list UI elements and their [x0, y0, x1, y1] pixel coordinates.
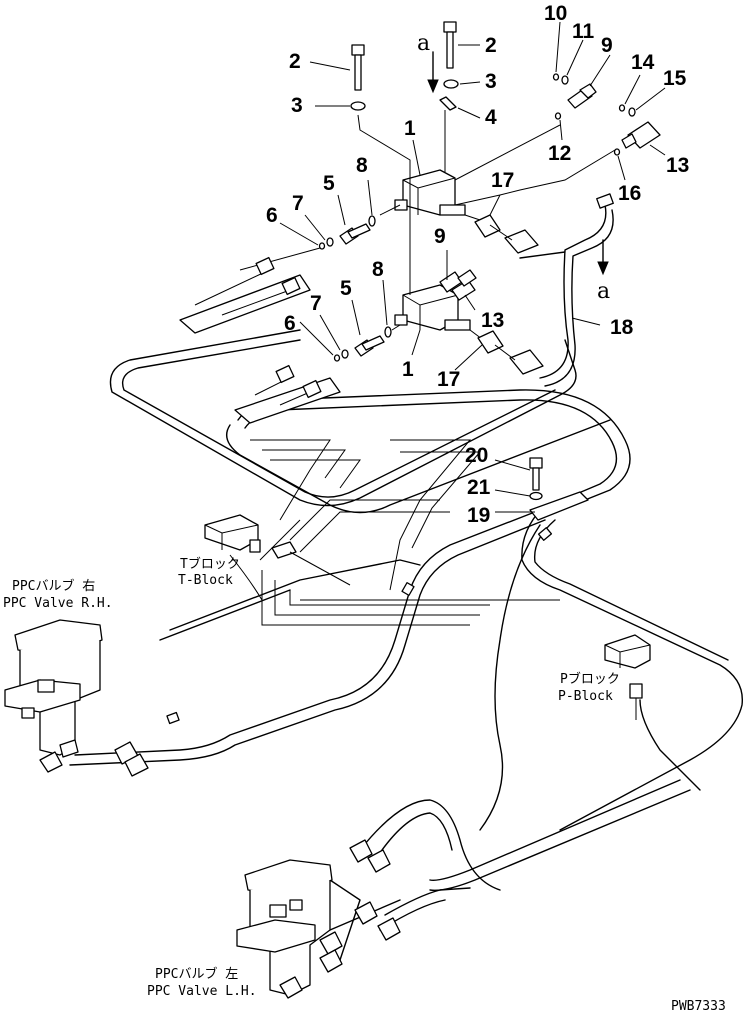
- callout-12: 12: [548, 142, 571, 165]
- hose-ends-upper: [179, 256, 311, 334]
- valve-block-upper: [394, 169, 466, 216]
- hose-17-upper: [474, 214, 539, 254]
- callout-8-top: 8: [356, 154, 368, 177]
- fittings-upper-left: [239, 204, 401, 271]
- clamp-19: [529, 491, 589, 521]
- leader-lines: [279, 21, 666, 513]
- fitting-4: [439, 96, 457, 111]
- callout-3-right: 3: [485, 70, 497, 93]
- callout-6-top: 6: [266, 204, 278, 227]
- callout-2-right: 2: [485, 34, 497, 57]
- hose-18: [519, 204, 614, 387]
- oring-14: [618, 104, 626, 112]
- bolt-2-left: [351, 44, 365, 91]
- oring-16: [613, 148, 621, 156]
- callout-10: 10: [544, 2, 567, 25]
- callout-4: 4: [485, 106, 497, 129]
- callout-13-top: 13: [666, 154, 689, 177]
- oring-12: [554, 112, 562, 120]
- oring-11: [561, 75, 569, 85]
- washer-21: [529, 491, 543, 501]
- callout-7-mid: 7: [310, 292, 322, 315]
- callout-7-top: 7: [292, 192, 304, 215]
- callout-11: 11: [572, 20, 595, 43]
- washer-3-left: [350, 101, 366, 111]
- hoses-main: [69, 504, 744, 961]
- ppc-valve-lh: [236, 839, 401, 999]
- callout-6-mid: 6: [284, 312, 296, 335]
- callout-16: 16: [618, 182, 641, 205]
- callout-8-mid: 8: [372, 258, 384, 281]
- callout-numbers: 2 2 3 3 4 10 11 9 14 15 12 13 16 1 8 5 7…: [266, 2, 689, 527]
- callout-13-mid: 13: [481, 309, 504, 332]
- t-block-label-jp: Tブロック: [180, 556, 240, 572]
- callout-18: 18: [610, 316, 634, 339]
- view-arrow-top: [427, 51, 439, 94]
- callout-5-mid: 5: [340, 277, 352, 300]
- callout-17-mid: 17: [437, 368, 460, 391]
- callout-1-top: 1: [404, 117, 416, 140]
- t-block: [204, 514, 351, 586]
- callout-20: 20: [465, 444, 488, 467]
- callout-5-top: 5: [323, 172, 335, 195]
- callout-19: 19: [467, 504, 490, 527]
- floor-plate-hatch: [229, 439, 560, 626]
- ppc-lh-label-en: PPC Valve L.H.: [147, 984, 257, 999]
- oring-10: [552, 73, 560, 81]
- washer-3-right: [443, 79, 459, 89]
- t-block-label-en: T-Block: [178, 573, 233, 588]
- p-block: [604, 634, 651, 720]
- ppc-lh-label-jp: PPCバルブ 左: [155, 966, 238, 982]
- view-mark-a-bottom: a: [597, 279, 610, 304]
- ppc-rh-label-en: PPC Valve R.H.: [3, 596, 113, 611]
- view-mark-a-top: a: [417, 31, 430, 56]
- view-arrow-bottom: [597, 239, 609, 276]
- ppc-rh-label-jp: PPCバルブ 右: [12, 578, 95, 594]
- p-block-label-en: P-Block: [558, 689, 613, 704]
- drawing-ref-number: PWB7333: [671, 999, 726, 1014]
- callout-9-top: 9: [601, 34, 613, 57]
- callout-3-left: 3: [291, 94, 303, 117]
- fittings-lower-left: [333, 324, 401, 362]
- callout-1-mid: 1: [402, 358, 414, 381]
- hose-ends-lower: [234, 364, 341, 424]
- callout-9-mid: 9: [434, 225, 446, 248]
- hose-18-end: [596, 193, 614, 209]
- p-block-label-jp: Pブロック: [560, 671, 620, 687]
- ppc-valve-rh: [4, 619, 149, 777]
- callout-2-left: 2: [289, 50, 301, 73]
- connector-13-top: [621, 121, 661, 149]
- oring-15: [628, 107, 636, 117]
- callout-17-top: 17: [491, 169, 514, 192]
- callout-15: 15: [663, 67, 687, 90]
- hose-clamps: [166, 527, 553, 725]
- callout-21: 21: [467, 476, 491, 499]
- valve-block-lower: [394, 284, 471, 331]
- connectors-middle: [439, 269, 477, 301]
- bolt-20: [529, 457, 543, 491]
- bolt-2-right: [443, 21, 457, 69]
- hose-17-lower: [477, 330, 544, 375]
- callout-14: 14: [631, 51, 655, 74]
- connector-9-top: [567, 83, 597, 109]
